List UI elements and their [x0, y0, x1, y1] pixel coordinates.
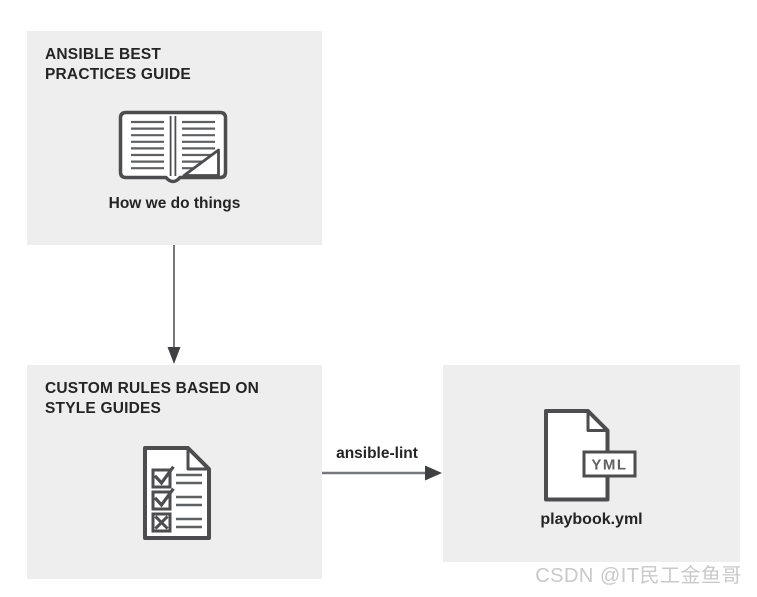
watermark: CSDN @IT民工金鱼哥 [535, 565, 742, 587]
checklist-document-icon [143, 446, 211, 540]
title-line: CUSTOM RULES BASED ON [45, 380, 260, 397]
book-caption: How we do things [108, 195, 241, 212]
yml-badge [582, 450, 637, 478]
panel-title: ANSIBLE BEST PRACTICES GUIDE [45, 45, 191, 85]
panel-custom-rules: CUSTOM RULES BASED ON STYLE GUIDES [27, 365, 322, 579]
down-arrow-icon [167, 245, 181, 364]
yml-file-icon: YML [544, 409, 637, 502]
page-fold-corner [182, 148, 220, 177]
playbook-caption: playbook.yml [540, 511, 643, 528]
right-arrow-icon [322, 465, 442, 481]
ansible-lint-label: ansible-lint [336, 445, 418, 462]
yml-badge-label: YML [591, 457, 627, 474]
title-line: ANSIBLE BEST [45, 46, 162, 63]
panel-best-practices-guide: ANSIBLE BEST PRACTICES GUIDE How we [27, 31, 322, 245]
title-line: PRACTICES GUIDE [45, 66, 191, 83]
panel-title: CUSTOM RULES BASED ON STYLE GUIDES [45, 379, 259, 419]
title-line: STYLE GUIDES [45, 400, 162, 417]
panel-playbook: YML playbook.yml [443, 365, 740, 562]
open-book-icon [118, 110, 228, 184]
